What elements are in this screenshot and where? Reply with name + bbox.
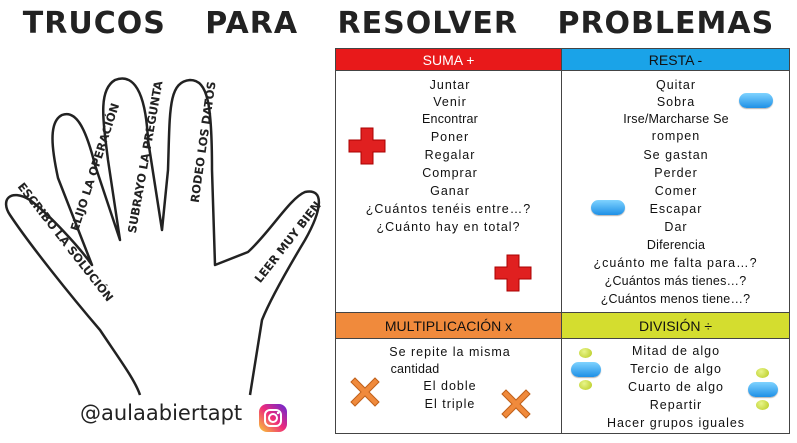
list-item: Cuarto de algo bbox=[627, 380, 724, 394]
division-symbol-icon bbox=[748, 368, 782, 410]
social-handle: @aulaabiertapt bbox=[80, 401, 243, 425]
list-item: Regalar bbox=[424, 148, 476, 162]
list-item: Escapar bbox=[649, 202, 703, 216]
list-item: Venir bbox=[433, 95, 467, 109]
list-item: Se gastan bbox=[643, 148, 709, 162]
list-item: ¿Cuántos más tienes…? bbox=[604, 274, 747, 288]
list-item: ¿Cuántos menos tiene…? bbox=[600, 292, 751, 306]
list-item: El doble bbox=[423, 379, 477, 393]
times-icon bbox=[496, 384, 536, 424]
list-item: Juntar bbox=[429, 78, 471, 92]
list-item: Dar bbox=[664, 220, 688, 234]
instagram-icon bbox=[259, 404, 287, 432]
list-item: Repartir bbox=[649, 398, 703, 412]
list-item: Sobra bbox=[656, 95, 696, 109]
list-item: Mitad de algo bbox=[631, 344, 721, 358]
list-item: Encontrar bbox=[422, 112, 478, 126]
division-header: DIVISIÓN ÷ bbox=[561, 312, 790, 339]
list-item: ¿cuánto me falta para…? bbox=[593, 256, 758, 270]
list-item: ¿Cuánto hay en total? bbox=[376, 220, 521, 234]
list-item: Perder bbox=[654, 166, 698, 180]
title-word: RESOLVER bbox=[337, 6, 519, 41]
list-item: Hacer grupos iguales bbox=[606, 416, 746, 430]
list-item: rompen bbox=[651, 129, 701, 143]
hand-outline bbox=[4, 77, 321, 396]
list-item: Irse/Marcharse Se bbox=[623, 112, 729, 126]
list-item: Tercio de algo bbox=[630, 362, 722, 376]
minus-icon bbox=[591, 200, 625, 215]
list-item: cantidad bbox=[390, 362, 440, 376]
plus-icon bbox=[347, 126, 387, 166]
list-item: Ganar bbox=[430, 184, 470, 198]
minus-icon bbox=[739, 93, 773, 108]
list-item: Comprar bbox=[422, 166, 478, 180]
times-icon bbox=[345, 372, 385, 412]
list-item: Se repite la misma bbox=[389, 345, 511, 359]
plus-icon bbox=[493, 253, 533, 293]
list-item: Poner bbox=[430, 130, 470, 144]
title-word: TRUCOS bbox=[22, 6, 166, 41]
multiplicacion-header: MULTIPLICACIÓN x bbox=[335, 312, 562, 339]
division-symbol-icon bbox=[571, 348, 605, 390]
page-title: TRUCOS PARA RESOLVER PROBLEMAS bbox=[0, 6, 797, 41]
list-item: Quitar bbox=[655, 78, 697, 92]
suma-header: SUMA + bbox=[335, 48, 562, 71]
title-word: PARA bbox=[205, 6, 299, 41]
list-item: El triple bbox=[424, 397, 476, 411]
division-cell bbox=[561, 338, 790, 434]
resta-header: RESTA - bbox=[561, 48, 790, 71]
title-word: PROBLEMAS bbox=[557, 6, 775, 41]
operations-table: SUMA + RESTA - MULTIPLICACIÓN x DIVISIÓN… bbox=[335, 48, 790, 434]
list-item: ¿Cuántos tenéis entre…? bbox=[365, 202, 532, 216]
hand-illustration: ESCRIBO LA SOLUCIÓN ELIJO LA OPERACIÓN S… bbox=[0, 60, 330, 400]
list-item: Comer bbox=[654, 184, 698, 198]
list-item: Diferencia bbox=[646, 238, 706, 252]
